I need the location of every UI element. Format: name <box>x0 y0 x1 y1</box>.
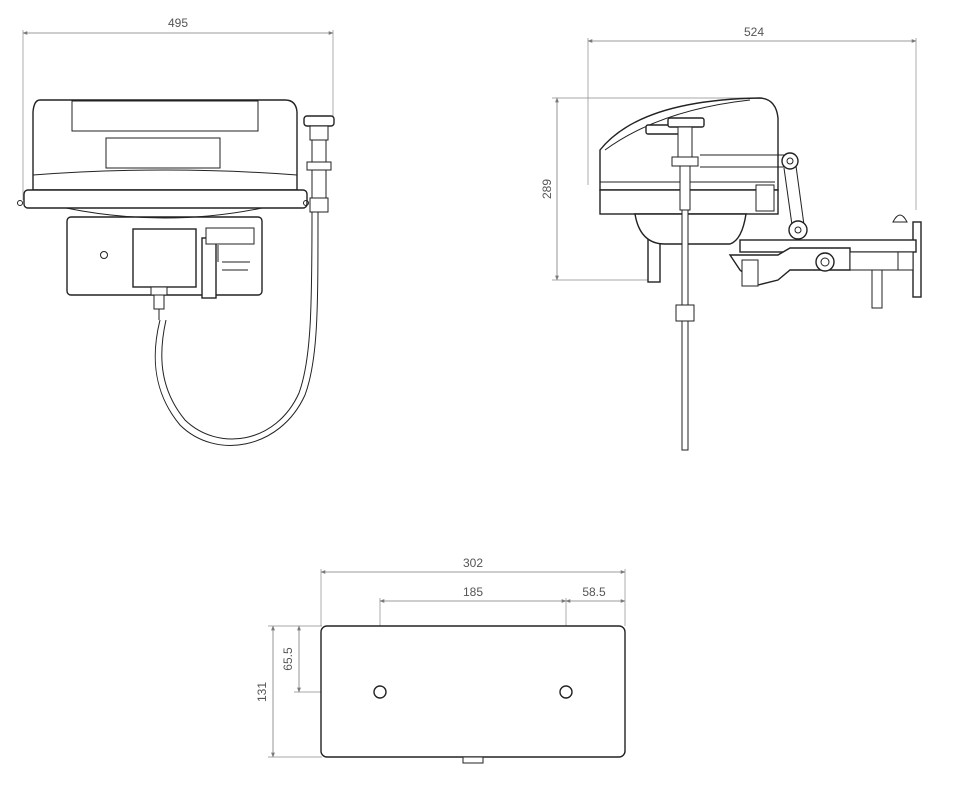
front-drain-valve <box>153 294 165 310</box>
hole-spacing-label: 185 <box>463 585 483 599</box>
hole-spacing-dimension: 185 <box>379 585 567 688</box>
side-height-dimension: 289 <box>540 97 760 281</box>
side-plumbing <box>728 239 917 309</box>
front-cover <box>32 99 298 191</box>
plate-height-dimension: 131 <box>255 625 322 758</box>
front-width-label: 495 <box>168 16 188 30</box>
side-wall-bracket <box>912 221 922 298</box>
front-control-box <box>132 228 197 288</box>
hole-edge-label: 58.5 <box>582 585 606 599</box>
mounting-plate-view: 302 185 58.5 131 65.5 <box>255 556 626 764</box>
side-depth-dimension: 524 <box>587 25 917 210</box>
side-view: 524 289 <box>540 25 922 451</box>
front-plate-hole <box>100 251 108 259</box>
front-flexible-hose <box>154 211 319 446</box>
front-cover-window-mid <box>105 137 221 169</box>
front-width-dimension: 495 <box>22 16 334 200</box>
plate-width-dimension: 302 <box>320 556 626 626</box>
side-spray-wand <box>645 117 705 451</box>
hole-height-label: 65.5 <box>281 647 295 671</box>
plate-width-label: 302 <box>463 556 483 570</box>
side-basin <box>634 213 747 245</box>
front-view: 495 <box>17 16 335 446</box>
plate-tab <box>462 756 484 764</box>
side-depth-label: 524 <box>744 25 764 39</box>
plate-hole-right <box>559 685 573 699</box>
plate-height-label: 131 <box>255 682 269 702</box>
plate-hole-left <box>373 685 387 699</box>
mounting-plate <box>320 625 626 758</box>
front-cover-rim <box>23 189 308 209</box>
hole-edge-dimension: 58.5 <box>565 585 626 603</box>
side-height-label: 289 <box>540 179 554 199</box>
front-cover-window-top <box>71 100 259 132</box>
front-spray-handle <box>303 115 335 213</box>
side-linkage-arm <box>700 152 808 240</box>
